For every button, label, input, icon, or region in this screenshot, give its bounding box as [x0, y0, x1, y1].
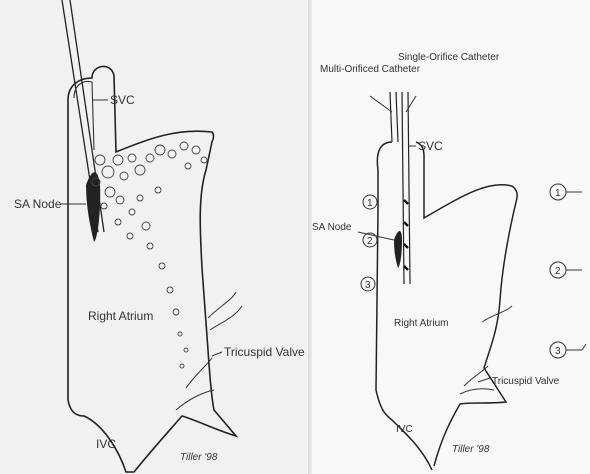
- right-marker-3: 3: [365, 280, 371, 291]
- right-diagram: 1 2 3 1 2 3 Multi-Orificed Catheter Sing…: [312, 0, 590, 474]
- left-label-sa-node: SA Node: [14, 197, 62, 211]
- left-label-svc: SVC: [110, 93, 135, 107]
- right-signature: Tiller '98: [452, 444, 490, 455]
- right-marker-2: 2: [367, 236, 373, 247]
- right-label-sa-node: SA Node: [312, 222, 352, 233]
- right-side-marker-leaders: [566, 192, 586, 350]
- right-label-right-atrium: Right Atrium: [394, 318, 448, 329]
- left-signature: Tiller '98: [180, 452, 218, 463]
- left-label-ivc: IVC: [96, 437, 116, 451]
- right-side-marker-1: 1: [555, 188, 561, 199]
- left-tv-leader: [212, 352, 222, 356]
- left-bubbles: [92, 142, 207, 368]
- right-tv-leader: [478, 378, 490, 382]
- right-label-ivc: IVC: [396, 424, 413, 435]
- left-label-tricuspid-valve: Tricuspid Valve: [224, 345, 305, 359]
- left-label-right-atrium: Right Atrium: [88, 309, 153, 323]
- right-label-svc: SVC: [418, 139, 443, 153]
- right-label-multi-orificed-catheter: Multi-Orificed Catheter: [320, 64, 421, 75]
- right-label-tricuspid-valve: Tricuspid Valve: [492, 376, 560, 387]
- right-side-marker-3: 3: [555, 346, 561, 357]
- right-side-marker-2: 2: [555, 266, 561, 277]
- right-marker-1: 1: [367, 198, 373, 209]
- right-catheter-orifices: [404, 200, 408, 270]
- right-label-single-orifice-catheter: Single-Orifice Catheter: [398, 52, 500, 63]
- right-sa-node: [394, 231, 402, 268]
- right-heart-outline: [376, 142, 517, 470]
- right-page: 1 2 3 1 2 3 Multi-Orificed Catheter Sing…: [312, 0, 590, 474]
- left-diagram: SVC SA Node Right Atrium Tricuspid Valve…: [0, 0, 312, 474]
- right-catheter-leaders: [370, 96, 416, 112]
- left-page: SVC SA Node Right Atrium Tricuspid Valve…: [0, 0, 312, 474]
